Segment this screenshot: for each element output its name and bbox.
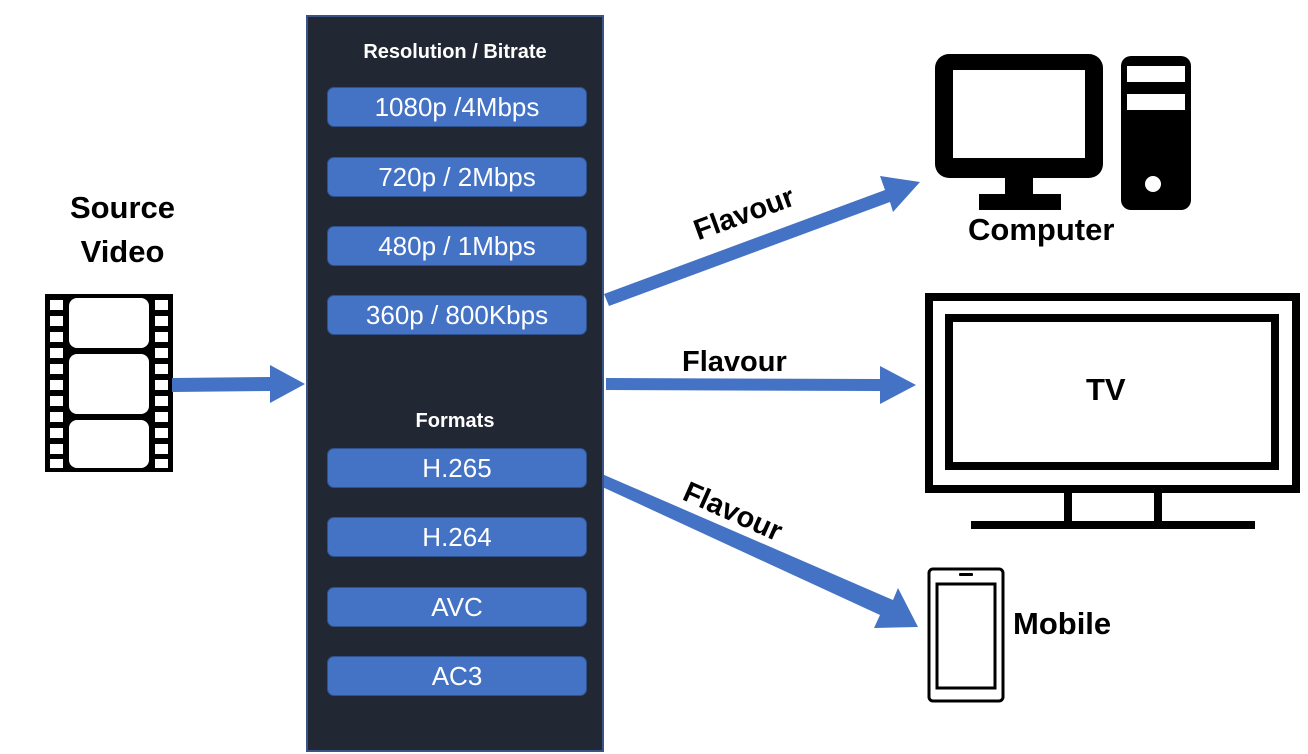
format-item: AC3 — [327, 656, 587, 696]
flavour-label-tv: Flavour — [682, 346, 787, 378]
desktop-computer-icon — [935, 54, 1191, 210]
flow-arrow-mobile — [598, 474, 918, 628]
source-to-panel-arrow — [172, 365, 305, 403]
smartphone-icon — [927, 567, 1005, 703]
source-video-label: Source Video — [40, 186, 205, 274]
format-item: H.265 — [327, 448, 587, 488]
resolution-heading: Resolution / Bitrate — [363, 41, 547, 63]
television-icon — [925, 293, 1300, 529]
source-label-line1: Source — [69, 190, 176, 225]
format-item: H.264 — [327, 517, 587, 557]
film-strip-icon — [45, 294, 173, 472]
resolution-item: 480p / 1Mbps — [327, 226, 587, 266]
encoding-panel: Resolution / Bitrate 1080p /4Mbps 720p /… — [306, 15, 604, 752]
format-item: AVC — [327, 587, 587, 627]
mobile-label: Mobile — [1013, 606, 1112, 641]
resolution-item: 1080p /4Mbps — [327, 87, 587, 127]
formats-heading: Formats — [415, 410, 495, 432]
flow-arrow-computer — [604, 176, 920, 306]
resolution-item: 720p / 2Mbps — [327, 157, 587, 197]
tv-label: TV — [1086, 372, 1126, 407]
resolution-item: 360p / 800Kbps — [327, 295, 587, 335]
flow-arrow-tv — [606, 366, 916, 404]
computer-label: Computer — [968, 212, 1115, 247]
source-label-line2: Video — [80, 234, 165, 269]
